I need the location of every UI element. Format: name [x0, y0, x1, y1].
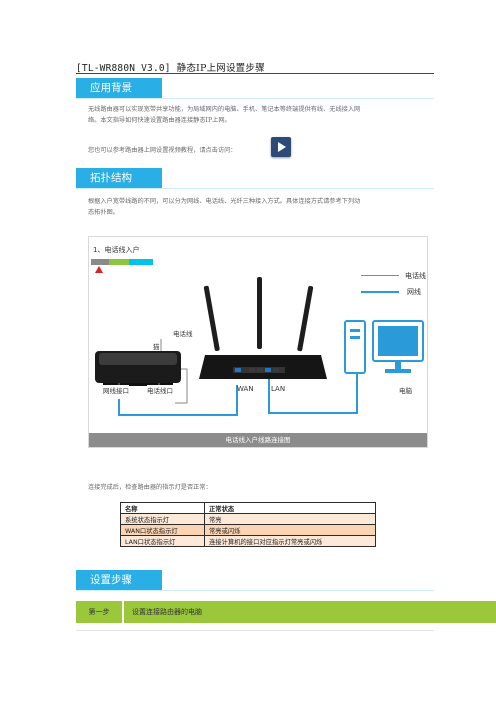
pc-monitor-icon	[372, 320, 424, 373]
phone-line-label: 电话线	[173, 330, 193, 338]
modem-label: 猫	[153, 343, 160, 351]
section-divider	[76, 188, 434, 189]
background-paragraph-line: 络。本文指导如何快速设置路由器连接静态IP上网。	[88, 117, 231, 124]
document-title-code: [TL-WR880N V3.0]	[76, 63, 171, 74]
table-cell: WAN口状态指示灯	[120, 524, 205, 536]
table-header-row: 名称 正常状态	[120, 502, 376, 514]
video-tutorial-text: 您也可以参考路由器上网设置视频教程，请点击访问：	[88, 147, 237, 154]
access-tab-fiber[interactable]	[129, 259, 153, 265]
legend-net-line	[361, 291, 399, 293]
indicator-status-table: 名称 正常状态 系统状态指示灯 常亮 WAN口状态指示灯 常亮或闪烁 LAN口状…	[120, 502, 376, 547]
table-cell: 常亮	[204, 513, 376, 525]
step-1-label: 第一步	[88, 608, 110, 616]
step-1-bar[interactable]: 第一步 设置连接路由器的电脑	[76, 601, 496, 623]
access-tab-network[interactable]	[109, 259, 129, 265]
step-divider	[76, 630, 434, 631]
document-title-text: 静态IP上网设置步骤	[176, 63, 265, 74]
table-cell: 连接计算机的接口对应指示灯常亮或闪烁	[204, 535, 376, 547]
table-row: WAN口状态指示灯 常亮或闪烁	[120, 524, 376, 536]
lan-port-label: LAN	[271, 385, 286, 393]
background-paragraph-line: 无线路由器可以实现宽带共享功能，为局域网内的电脑、手机、笔记本等终端提供有线、无…	[88, 106, 361, 113]
access-type-label: 1、电话线入户	[93, 246, 140, 254]
access-tab-phone[interactable]	[91, 259, 109, 265]
topology-paragraph-line: 态拓扑图。	[88, 209, 119, 216]
section-divider	[76, 590, 434, 591]
table-cell: 常亮或闪烁	[204, 524, 376, 536]
play-icon[interactable]	[271, 137, 291, 157]
table-row: 系统状态指示灯 常亮	[120, 513, 376, 525]
diagram-caption: 电话线入户线路连接图	[89, 433, 427, 447]
legend-phone-line	[361, 275, 399, 276]
table-cell: LAN口状态指示灯	[120, 535, 205, 547]
legend-net-label: 网线	[407, 288, 421, 296]
legend-phone-label: 电话线	[405, 272, 426, 280]
table-row: LAN口状态指示灯 连接计算机的接口对应指示灯常亮或闪烁	[120, 535, 376, 547]
topology-paragraph-line: 根据入户宽带线路的不同，可以分为网线、电话线、光纤三种接入方式。具体连接方式请参…	[88, 198, 361, 205]
title-divider	[76, 73, 434, 74]
pc-tower-icon	[344, 320, 366, 374]
topology-drawing	[95, 277, 424, 416]
table-header: 正常状态	[204, 502, 376, 514]
background-paragraph: 无线路由器可以实现宽带共享功能，为局域网内的电脑、手机、笔记本等终端提供有线、无…	[88, 104, 428, 126]
pc-label: 电脑	[399, 387, 412, 395]
wan-port-label: WAN	[237, 385, 254, 393]
step-1-text: 设置连接路由器的电脑	[132, 608, 202, 616]
document-title: [TL-WR880N V3.0] 静态IP上网设置步骤	[76, 60, 265, 74]
router-icon	[199, 277, 327, 379]
net-cable-router-pc	[268, 373, 358, 414]
table-header: 名称	[120, 502, 205, 514]
current-tab-indicator	[95, 266, 103, 273]
topology-diagram: 1、电话线入户 电话线 网线	[88, 236, 428, 448]
section-divider	[76, 98, 434, 99]
section-heading-steps: 设置步骤	[76, 570, 162, 590]
topology-paragraph: 根据入户宽带线路的不同，可以分为网线、电话线、光纤三种接入方式。具体连接方式请参…	[88, 196, 428, 218]
section-heading-background: 应用背景	[76, 78, 162, 98]
table-cell: 系统状态指示灯	[120, 513, 205, 525]
check-paragraph: 连接完成后，检查路由器的指示灯是否正常：	[88, 484, 212, 491]
net-cable-modem-router	[118, 385, 238, 416]
modem-phone-port-label: 电话线口	[147, 385, 173, 395]
step-separator	[122, 601, 124, 623]
modem-net-port-label: 网线接口	[103, 385, 129, 395]
modem-icon	[95, 351, 181, 386]
section-heading-topology: 拓扑结构	[76, 168, 162, 188]
